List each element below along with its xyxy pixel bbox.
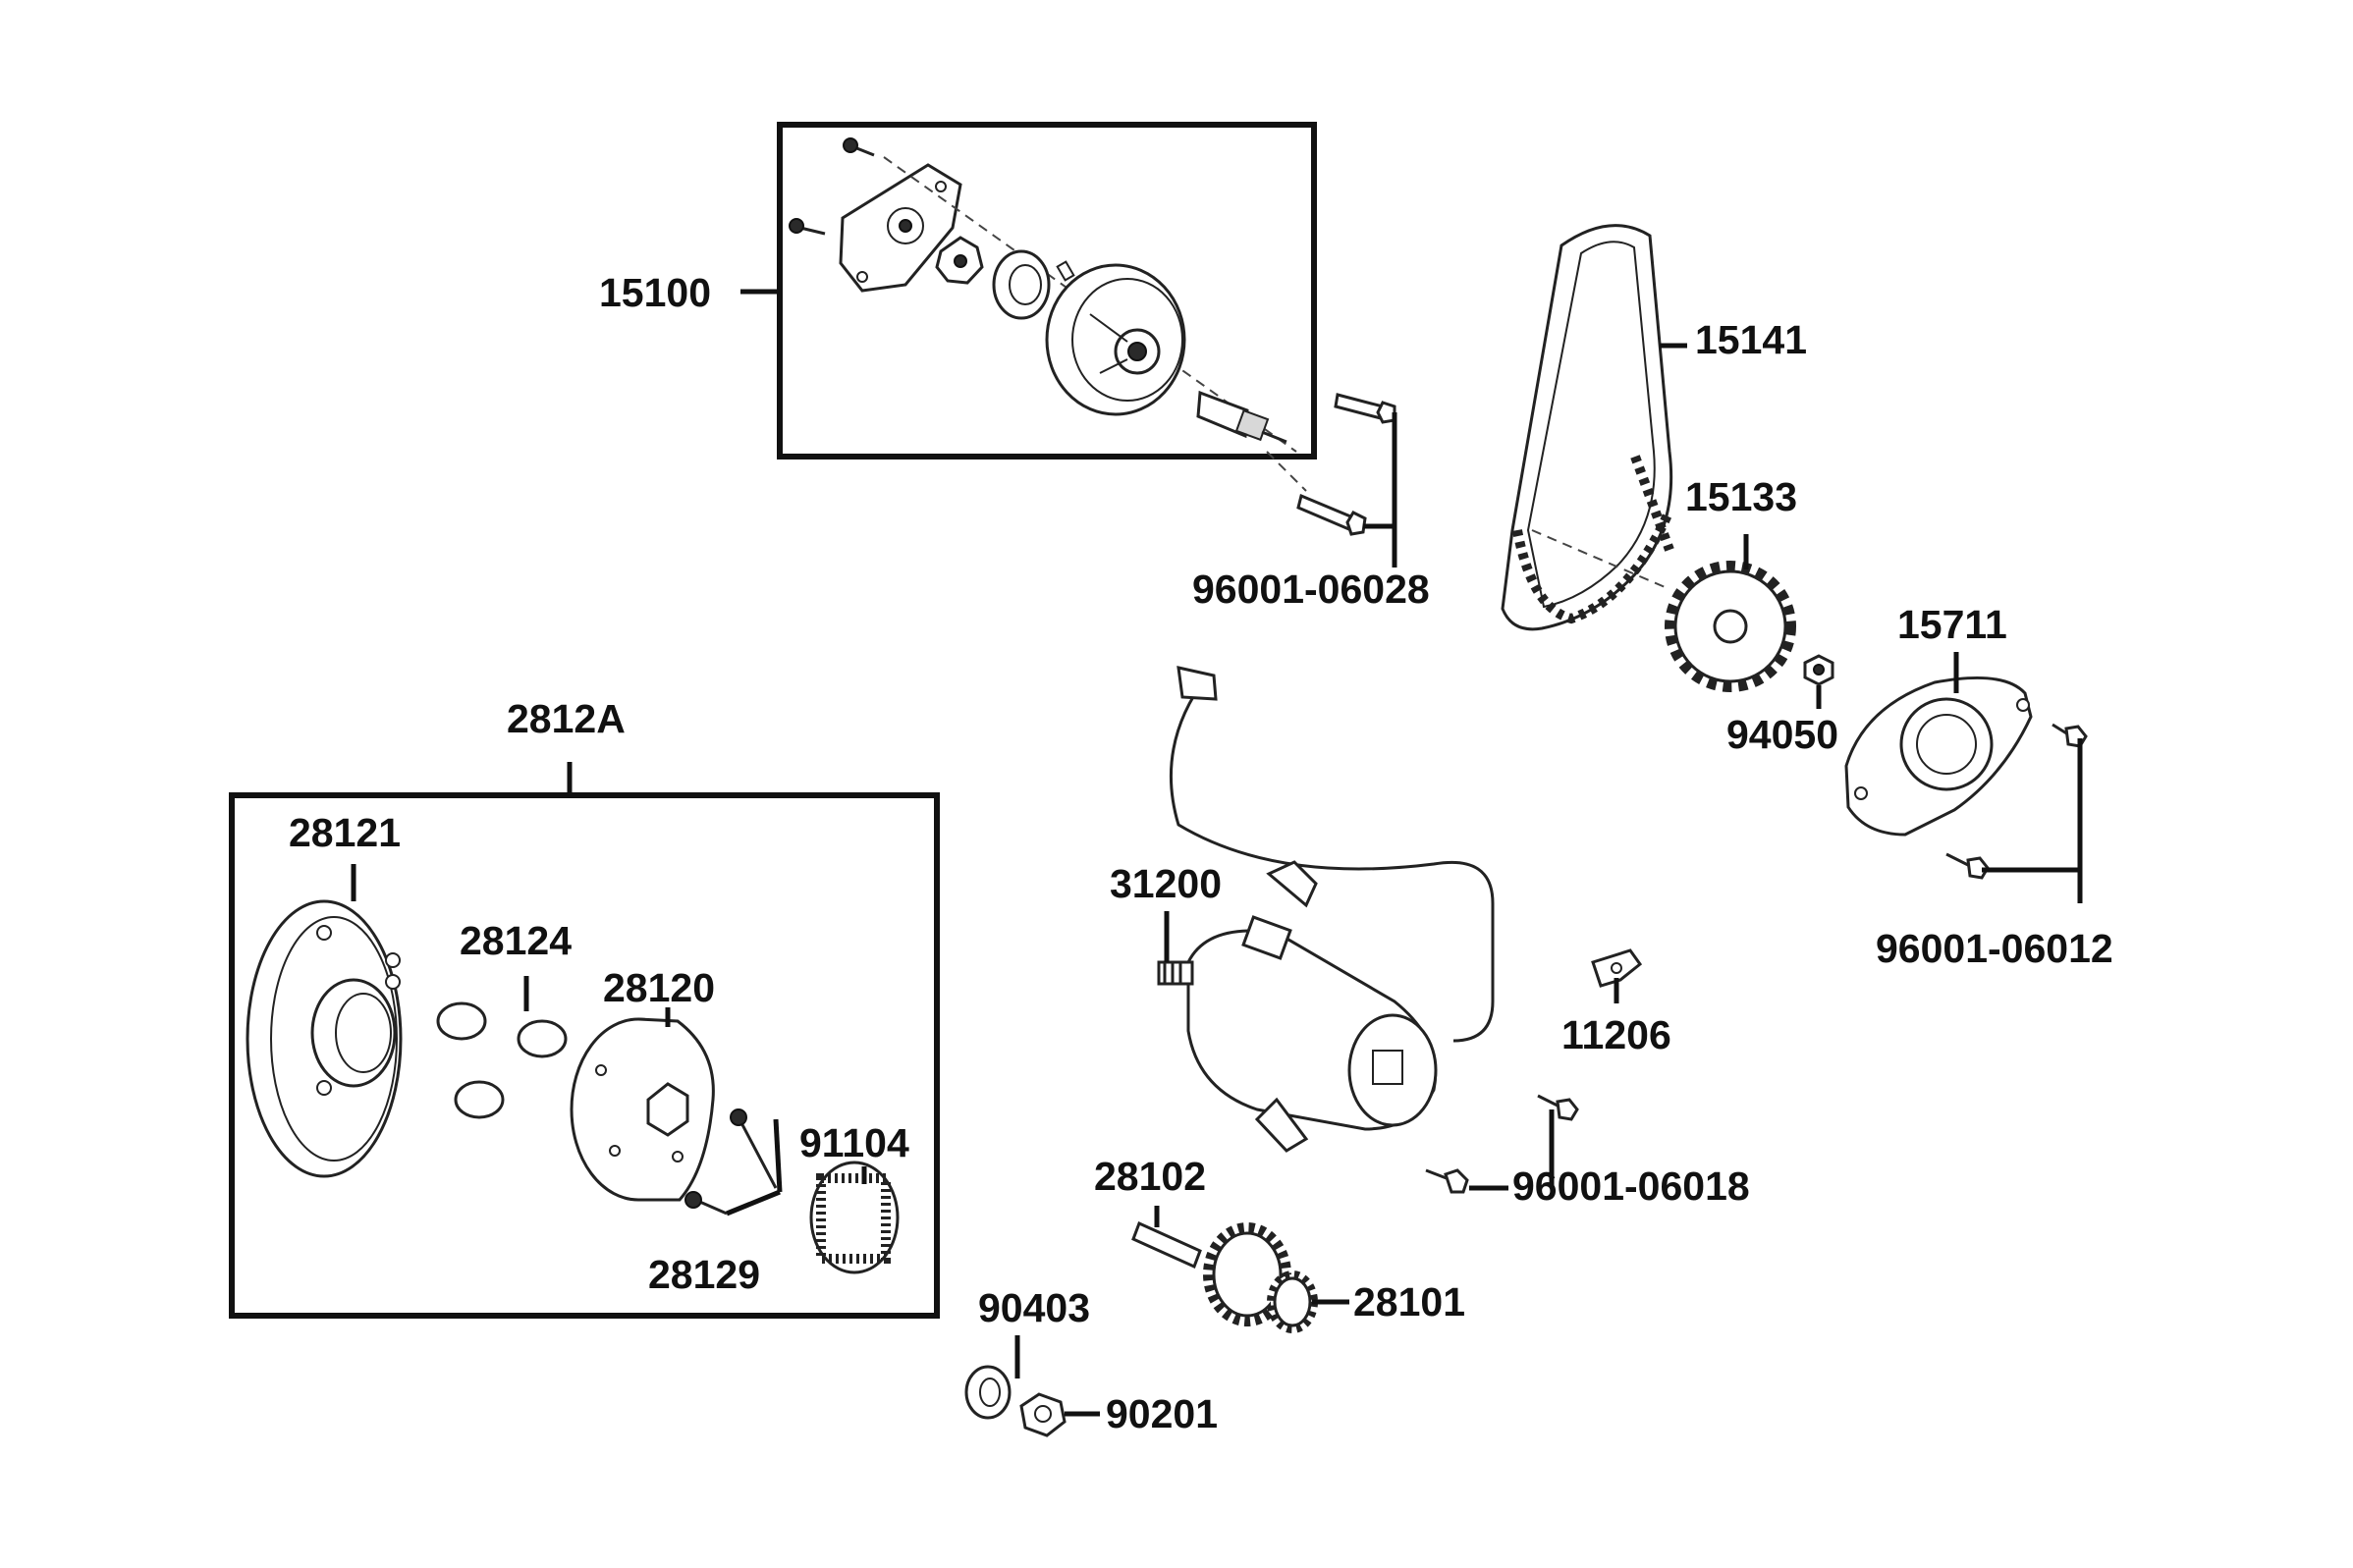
starter-clutch-group xyxy=(229,792,940,1319)
label-15141: 15141 xyxy=(1695,317,1807,362)
label-28124: 28124 xyxy=(460,918,572,963)
starter-clutch-roller-28124 xyxy=(517,1019,568,1058)
idler-shaft-28102 xyxy=(1131,1220,1202,1270)
starter-clutch-roller-28124 xyxy=(436,1001,487,1041)
label-96001-06018: 96001-06018 xyxy=(1512,1163,1750,1209)
bolt-96001-06018 xyxy=(1425,1168,1469,1194)
cam-sprocket xyxy=(1665,561,1796,692)
label-90201: 90201 xyxy=(1106,1391,1218,1436)
label-31200: 31200 xyxy=(1110,861,1222,906)
starter-clutch-bolt-28129 xyxy=(730,1108,778,1189)
idler-gear-28101 xyxy=(1203,1222,1318,1333)
oil-pump-outer-rotor xyxy=(992,249,1051,320)
label-11206: 11206 xyxy=(1561,1012,1671,1057)
bolt-96001-06018 xyxy=(1537,1094,1579,1121)
label-96001-06012: 96001-06012 xyxy=(1876,926,2113,971)
cam-chain xyxy=(1501,224,1674,631)
bolt-96001-06028 xyxy=(1296,493,1367,536)
washer-90403 xyxy=(964,1365,1012,1420)
clamp-11206 xyxy=(1591,948,1643,988)
label-28121: 28121 xyxy=(289,810,401,855)
oil-pump-cover xyxy=(839,163,962,293)
label-90403: 90403 xyxy=(978,1285,1090,1330)
oil-pump-body xyxy=(1045,263,1186,416)
nut-94050 xyxy=(1803,654,1834,686)
oil-pump-assembly-group xyxy=(777,122,1317,460)
label-15100: 15100 xyxy=(599,270,711,315)
leader-lines xyxy=(351,289,2083,1417)
starter-clutch-roller-28124 xyxy=(454,1080,505,1119)
label-15711: 15711 xyxy=(1897,602,2007,647)
starter-motor-shaft xyxy=(1157,960,1194,986)
oil-pump-screw xyxy=(843,137,875,157)
oil-pump-screw xyxy=(789,218,826,236)
nut-90201 xyxy=(1019,1392,1067,1437)
oil-pump-shaft xyxy=(1196,390,1287,444)
label-28129: 28129 xyxy=(648,1252,760,1297)
needle-bearing-91104 xyxy=(809,1161,900,1274)
sprocket-cover-15711 xyxy=(1844,676,2033,837)
label-94050: 94050 xyxy=(1726,712,1838,757)
starter-clutch-body-28120 xyxy=(570,1017,715,1202)
label-91104: 91104 xyxy=(799,1120,909,1165)
starter-clutch-frame xyxy=(229,792,940,1319)
label-28120: 28120 xyxy=(603,965,715,1010)
bolt-96001-06012 xyxy=(1945,852,1990,880)
label-28102: 28102 xyxy=(1094,1154,1206,1199)
oil-pump-inner-rotor xyxy=(935,236,984,285)
label-2812A: 2812A xyxy=(507,696,626,741)
starter-motor-31200 xyxy=(1157,666,1495,1153)
starter-clutch-bolt-28129 xyxy=(684,1191,728,1216)
label-15133: 15133 xyxy=(1685,474,1797,519)
label-28101: 28101 xyxy=(1353,1279,1465,1325)
label-96001-06028: 96001-06028 xyxy=(1192,567,1430,612)
starter-clutch-hub-28121 xyxy=(246,899,403,1178)
bolt-96001-06028 xyxy=(1334,393,1396,424)
